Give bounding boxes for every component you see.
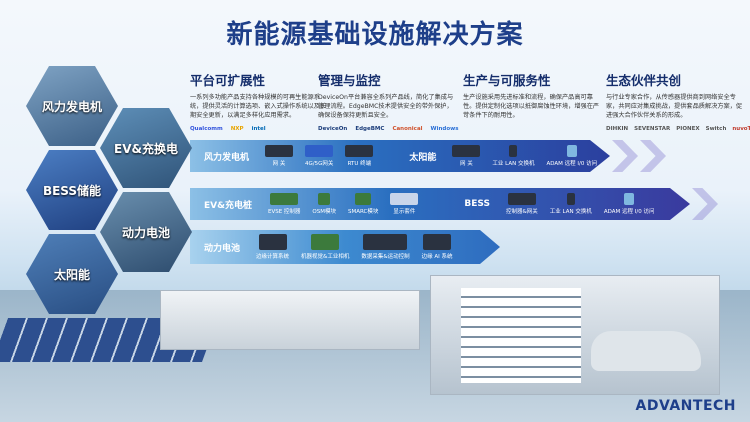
hex-ev-charging: EV&充换电 (100, 108, 192, 188)
hex-bess: BESS储能 (26, 150, 118, 230)
windows-logo: Windows (430, 126, 459, 132)
product: 显示套件 (390, 193, 418, 215)
partner-logo: DIHKIN (606, 126, 629, 132)
product: 机器视觉&工业相机 (301, 234, 349, 260)
column-management: 管理与监控 DeviceOn平台兼容全系列产品线，简化了集成与管理流程。Edge… (318, 70, 459, 132)
product: 4G/5G网关 (305, 145, 333, 167)
canonical-logo: Canonical (392, 126, 423, 132)
segment-label: BESS (464, 199, 490, 209)
column-heading: 平台可扩展性 (190, 73, 266, 88)
product: OSM模块 (312, 193, 336, 215)
partner-logo: PIONEX (676, 126, 700, 132)
segment-label: 动力电池 (204, 243, 241, 254)
chevron-decoration (612, 140, 638, 172)
column-text: 一系列多功能产品支持各种规模的可再生能源系统，提供灵活的计算选项、嵌入式操作系统… (190, 94, 327, 119)
storage-container-image (430, 275, 720, 395)
product: 网 关 (265, 145, 293, 167)
column-heading: 生态伙伴共创 (606, 73, 682, 88)
segment-label: 风力发电机 (204, 152, 250, 163)
product: SMARC模块 (348, 193, 378, 215)
advantech-logo: ADVANTECH (635, 398, 736, 414)
row-ev-bess: EV&充电桩 EVSE 控制器 OSM模块 SMARC模块 显示套件 BESS … (190, 188, 690, 220)
product: RTU 终端 (345, 145, 373, 167)
column-text: 与行业专家合作，从传感器提供商到网络安全专家，共同应对集成挑战，提供套品质解决方… (606, 94, 743, 119)
product: 数据采集&运动控制 (361, 234, 409, 260)
column-heading: 管理与监控 (318, 73, 381, 88)
car-image (591, 331, 701, 371)
segment-label: EV&充电桩 (204, 200, 252, 211)
page-title: 新能源基础设施解决方案 (226, 20, 524, 50)
product: 工业 LAN 交换机 (550, 193, 592, 215)
product: 边缘 AI 系统 (422, 234, 453, 260)
qualcomm-logo: Qualcomm (190, 126, 223, 132)
partner-logo: nuvoTon (732, 126, 750, 132)
row-wind-solar: 风力发电机 网 关 4G/5G网关 RTU 终端 太阳能 网 关 工业 LAN … (190, 140, 610, 172)
column-ecosystem: 生态伙伴共创 与行业专家合作，从传感器提供商到网络安全专家，共同应对集成挑战，提… (606, 70, 750, 132)
row-power-battery: 动力电池 边缘计算系统 机器视觉&工业相机 数据采集&运动控制 边缘 AI 系统 (190, 230, 500, 264)
partner-logo: Switch (705, 126, 727, 132)
product: ADAM 远程 I/0 访问 (547, 145, 598, 167)
partner-logo: SEVENSTAR (634, 126, 671, 132)
product: ADAM 远程 I/0 访问 (604, 193, 655, 215)
chevron-decoration (640, 140, 666, 172)
column-production: 生产与可服务性 生产设施采用先进标准和流程，确保产品高可靠性。提供定制化选项以抵… (463, 70, 603, 120)
nxp-logo: NXP (230, 126, 244, 132)
column-text: DeviceOn平台兼容全系列产品线，简化了集成与管理流程。EdgeBMC技术提… (318, 94, 454, 119)
column-text: 生产设施采用先进标准和流程，确保产品高可靠性。提供定制化选项以抵御腐蚀性环境，增… (463, 94, 600, 119)
column-heading: 生产与可服务性 (463, 73, 551, 88)
edgebmc-logo: EdgeBMC (355, 126, 385, 132)
battery-containers-image (160, 290, 420, 350)
product: 控制器&网关 (506, 193, 538, 215)
product: 网 关 (452, 145, 480, 167)
deviceon-logo: DeviceOn (318, 126, 348, 132)
column-scalability: 平台可扩展性 一系列多功能产品支持各种规模的可再生能源系统，提供灵活的计算选项、… (190, 70, 330, 132)
intel-logo: intel (251, 126, 266, 132)
product: 工业 LAN 交换机 (492, 145, 534, 167)
segment-label: 太阳能 (409, 152, 437, 163)
hex-power-battery: 动力电池 (100, 192, 192, 272)
product: 边缘计算系统 (256, 234, 289, 260)
chevron-decoration (692, 188, 718, 220)
hex-wind: 风力发电机 (26, 66, 118, 146)
product: EVSE 控制器 (268, 193, 300, 215)
